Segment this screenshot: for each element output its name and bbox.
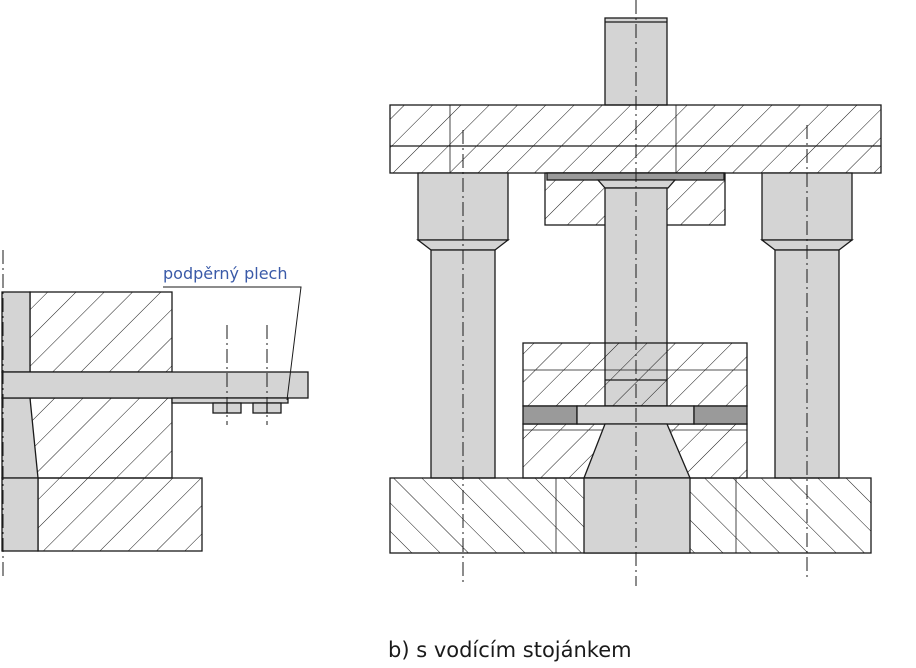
support-plate-leader <box>163 286 302 401</box>
strip-right <box>693 405 748 425</box>
central-punch-head <box>596 179 677 189</box>
left-punch-base <box>1 477 39 552</box>
center-lines <box>2 0 808 586</box>
support-plate <box>171 397 289 404</box>
upper-die-block <box>29 291 173 373</box>
left-punch <box>1 291 31 373</box>
left-section-view <box>1 286 309 552</box>
support-plate-label: podpěrný plech <box>163 264 288 283</box>
figure-caption: b) s vodícím stojánkem <box>388 638 632 662</box>
slug-exit <box>583 477 691 554</box>
base-block <box>37 477 203 552</box>
stripper-plate <box>522 342 748 407</box>
strip-left <box>522 405 578 425</box>
sheet-strip <box>1 371 309 399</box>
stripper-block <box>29 397 173 479</box>
